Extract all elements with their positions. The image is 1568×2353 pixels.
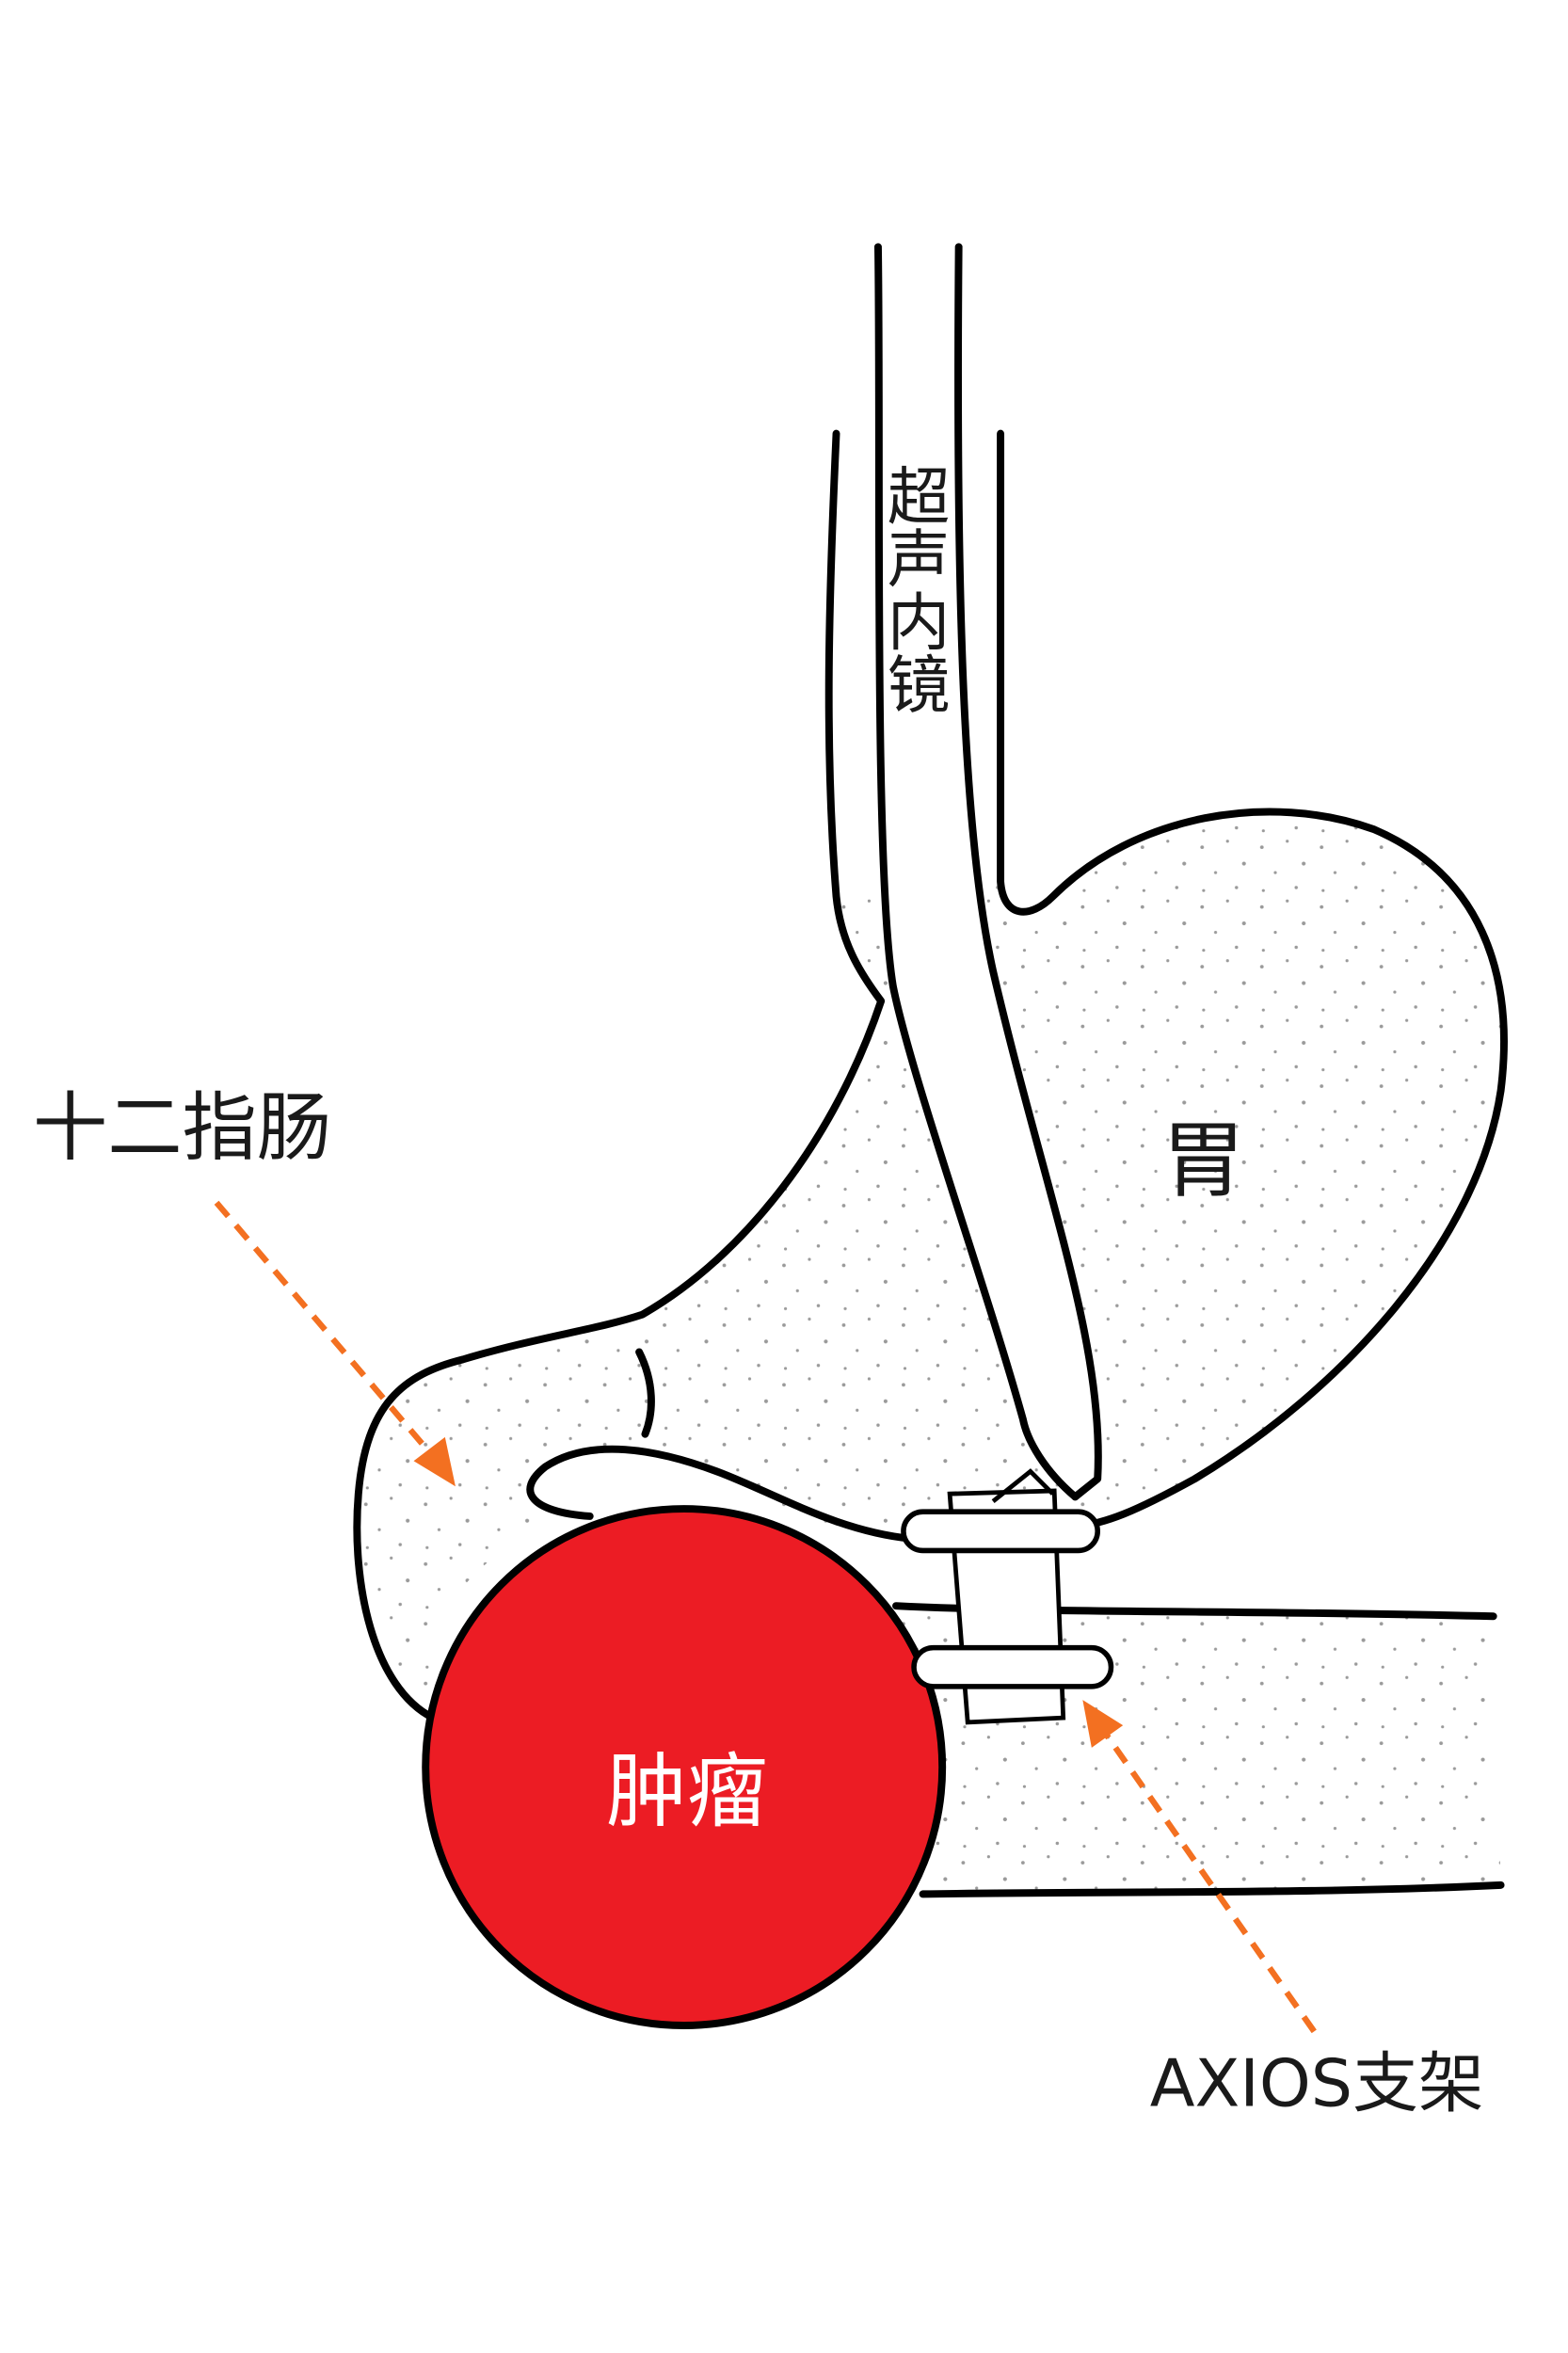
- duodenum-arrow: [214, 1200, 456, 1487]
- axios-stent: [901, 1468, 1114, 1725]
- duodenum-label: 十二指肠: [33, 1083, 331, 1171]
- stent-label: AXIOS支架: [1150, 2046, 1484, 2122]
- endoscope-label: 超声内镜: [877, 463, 951, 714]
- stomach-label: 胃: [1161, 1112, 1245, 1209]
- endoscope: [873, 243, 1102, 1501]
- stent-arrow: [1082, 1700, 1317, 2034]
- tumor-label: 肿瘤: [606, 1745, 767, 1839]
- stomach: [353, 429, 1508, 1722]
- tumor: [422, 1505, 947, 2029]
